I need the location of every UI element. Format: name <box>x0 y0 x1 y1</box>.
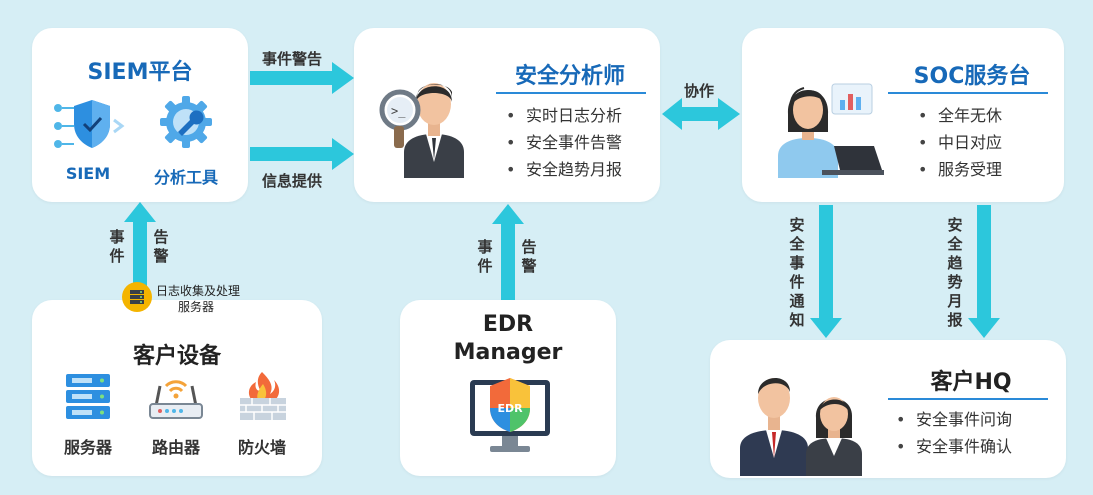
customer-hq-card: 客户HQ 安全事件问询 安全事件确认 <box>710 340 1066 478</box>
soc-title: SOC服务台 <box>913 64 1031 89</box>
cooperate-arrow <box>662 98 740 130</box>
devices-event-label: 事件 <box>109 228 125 265</box>
log-server-label-line1: 日志收集及处理 <box>156 284 241 298</box>
soc-service-item: 中日对应 <box>918 129 1002 156</box>
hq-item: 安全事件确认 <box>896 433 1012 460</box>
incident-notify-label: 安全事件通知 <box>789 216 805 329</box>
info-provide-arrow <box>250 138 354 170</box>
siem-shield-icon <box>54 100 125 148</box>
hq-items-list: 安全事件问询 安全事件确认 <box>896 406 1012 460</box>
soc-title-underline <box>888 92 1048 94</box>
log-server-badge <box>122 282 152 312</box>
analyst-person-icon: >_ <box>379 83 464 178</box>
firewall-icon <box>240 372 286 420</box>
analyst-duty-item: 实时日志分析 <box>506 102 622 129</box>
soc-service-desk-card: SOC服务台 全年无休 中日对应 服务受理 <box>742 28 1064 202</box>
analysis-tool-label: 分析工具 <box>153 168 218 187</box>
server-icon <box>66 374 110 419</box>
router-icon <box>149 380 203 419</box>
siem-icon-label: SIEM <box>65 164 111 183</box>
router-label: 路由器 <box>151 438 200 457</box>
svg-text:>_: >_ <box>391 104 406 118</box>
customer-devices-card: 客户设备 服务器 路由器 <box>32 300 322 476</box>
soc-operator-icon <box>778 83 884 178</box>
cooperate-label: 协作 <box>684 82 715 100</box>
edr-title-line2: Manager <box>453 340 563 365</box>
edr-manager-card: EDR Manager EDR <box>400 300 616 476</box>
soc-service-item: 全年无休 <box>918 102 1002 129</box>
trend-report-label: 安全趋势月报 <box>947 216 963 329</box>
edr-alert-label: 告警 <box>521 238 537 275</box>
server-label: 服务器 <box>63 438 112 457</box>
soc-services-list: 全年无休 中日对应 服务受理 <box>918 102 1002 183</box>
analyst-duty-item: 安全事件告警 <box>506 129 622 156</box>
edr-title-line1: EDR <box>482 312 534 337</box>
edr-icon-text: EDR <box>497 402 523 415</box>
event-alert-arrow <box>250 62 354 94</box>
customer-devices-title: 客户设备 <box>132 344 221 369</box>
analyst-duties-list: 实时日志分析 安全事件告警 安全趋势月报 <box>506 102 622 183</box>
hq-item: 安全事件问询 <box>896 406 1012 433</box>
trend-report-arrow <box>968 205 1000 338</box>
event-alert-label: 事件警告 <box>262 50 323 68</box>
devices-to-siem-arrow <box>124 202 156 300</box>
info-provide-label: 信息提供 <box>262 172 323 190</box>
hq-title: 客户HQ <box>930 370 1012 395</box>
edr-to-analyst-arrow <box>492 204 524 300</box>
edr-monitor-icon <box>470 378 550 452</box>
analysis-tool-gear-icon <box>160 96 212 148</box>
siem-title: SIEM平台 <box>87 60 193 85</box>
hq-people-icon <box>740 377 862 476</box>
analyst-title: 安全分析师 <box>514 64 625 89</box>
hq-title-underline <box>888 398 1048 400</box>
log-server-icon <box>130 290 144 304</box>
devices-alert-label: 告警 <box>153 228 169 265</box>
analyst-title-underline <box>496 92 646 94</box>
siem-platform-card: SIEM平台 SIEM 分析工具 <box>32 28 248 202</box>
incident-notify-arrow <box>810 205 842 338</box>
analyst-duty-item: 安全趋势月报 <box>506 156 622 183</box>
log-server-label-line2: 服务器 <box>178 300 215 314</box>
security-analyst-card: >_ 安全分析师 实时日志分析 安全事件告警 安全趋势月报 <box>354 28 660 202</box>
edr-event-label: 事件 <box>477 238 493 275</box>
firewall-label: 防火墙 <box>237 438 286 457</box>
soc-service-item: 服务受理 <box>918 156 1002 183</box>
